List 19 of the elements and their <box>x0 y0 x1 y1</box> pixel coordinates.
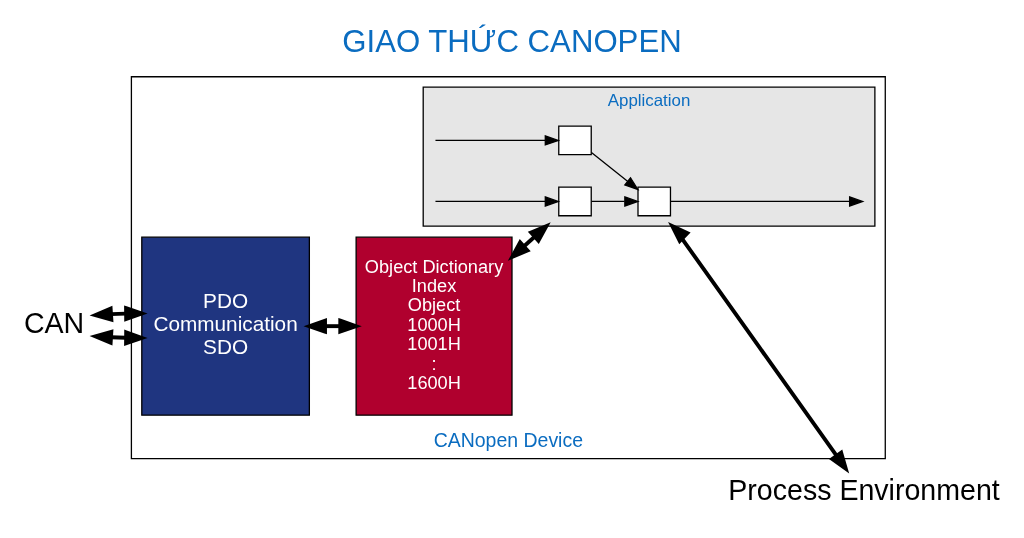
node-box: PDO Communication SDO <box>141 236 310 416</box>
arrow <box>668 222 850 474</box>
arrow <box>507 222 551 261</box>
arrow <box>590 196 640 207</box>
cluster: Application <box>422 86 876 227</box>
diagram-title: GIAO THỨC CANOPEN <box>342 24 682 60</box>
arrow <box>434 196 561 207</box>
arrow <box>303 317 362 335</box>
node-box: Object Dictionary Index Object 1000H 1001H : 1600H <box>355 236 513 416</box>
node-box <box>637 186 672 217</box>
node-box <box>558 186 592 217</box>
node-box <box>558 125 592 156</box>
node-text: CAN <box>23 307 85 340</box>
arrow <box>434 134 561 146</box>
arrow <box>89 305 148 323</box>
node-text: Process Environment <box>728 473 1000 506</box>
arrow <box>670 196 865 207</box>
arrow <box>89 329 148 346</box>
arrow <box>590 151 640 191</box>
